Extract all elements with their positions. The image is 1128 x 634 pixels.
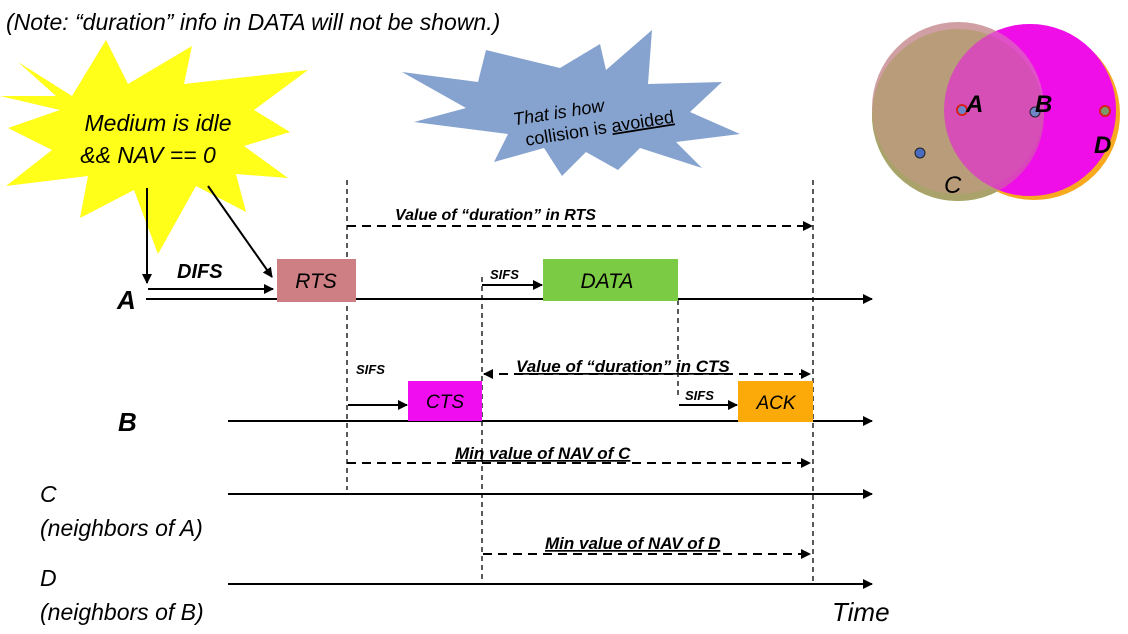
ack-frame-label: ACK xyxy=(755,393,796,414)
sifs-before-data-label: SIFS xyxy=(490,267,519,282)
sifs-before-cts-label: SIFS xyxy=(356,362,385,377)
difs-label: DIFS xyxy=(177,261,223,283)
idle-starburst-line1: Medium is idle xyxy=(85,110,232,136)
node-d xyxy=(1099,105,1111,117)
cts-frame xyxy=(408,381,482,421)
node-c xyxy=(914,147,926,159)
station-a-label: A xyxy=(116,285,136,315)
rts-duration-label: Value of “duration” in RTS xyxy=(395,207,596,224)
nav-d-label: Min value of NAV of D xyxy=(545,534,720,553)
node-b xyxy=(1029,106,1041,118)
station-b-label: B xyxy=(118,407,137,437)
sifs-before-ack-label: SIFS xyxy=(685,388,714,403)
cts-frame-label: CTS xyxy=(426,392,464,413)
station-d-desc: (neighbors of B) xyxy=(40,599,204,625)
node-a xyxy=(956,104,968,116)
station-c-name: C xyxy=(40,481,57,507)
cts-duration-label: Value of “duration” in CTS xyxy=(516,357,730,376)
node-b-label: B xyxy=(1035,91,1052,118)
data-frame xyxy=(543,259,678,301)
time-axis-label: Time xyxy=(832,597,890,627)
idle-starburst: Medium is idle && NAV == 0 xyxy=(0,40,308,254)
node-a-label: A xyxy=(965,91,983,118)
rts-frame xyxy=(277,259,356,302)
station-d-name: D xyxy=(40,565,57,591)
nav-c-label: Min value of NAV of C xyxy=(455,444,631,463)
collision-starburst: That is how collision is avoided xyxy=(402,30,740,176)
node-c-label: C xyxy=(944,172,962,199)
idle-to-rts-arrow xyxy=(207,185,273,278)
topology-diagram: A B C D xyxy=(872,22,1120,201)
idle-starburst-line2: && NAV == 0 xyxy=(80,142,216,168)
node-d-label: D xyxy=(1094,132,1111,159)
data-frame-label: DATA xyxy=(581,270,634,293)
station-c-desc: (neighbors of A) xyxy=(40,515,203,541)
ack-frame xyxy=(738,381,813,422)
note-text: (Note: “duration” info in DATA will not … xyxy=(6,9,500,35)
rts-frame-label: RTS xyxy=(295,270,337,293)
